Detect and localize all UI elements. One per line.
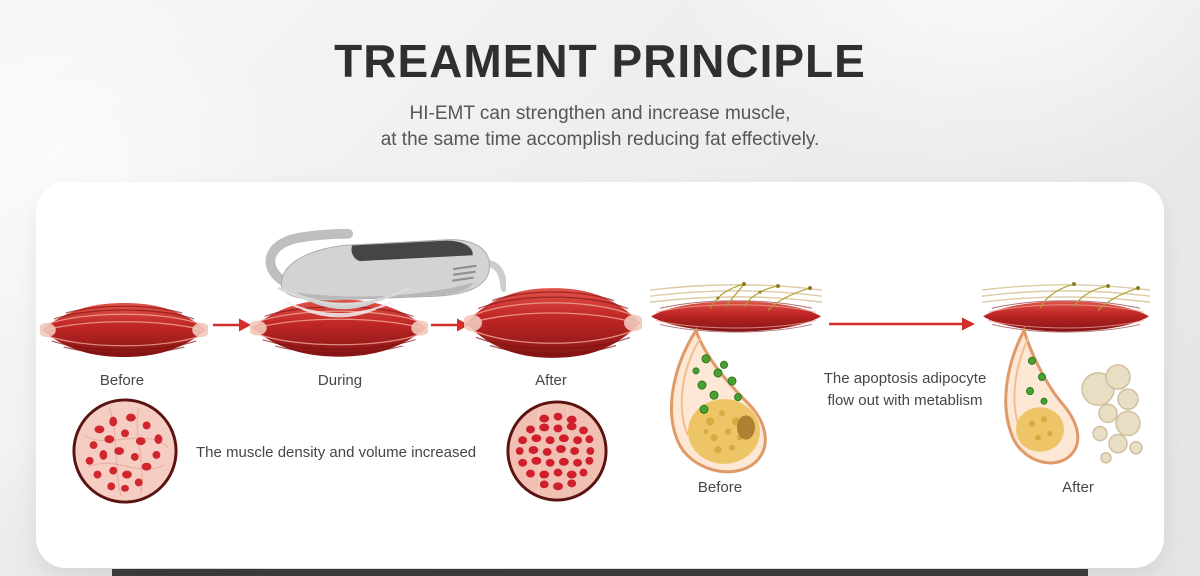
page-subtitle: HI-EMT can strengthen and increase muscl…: [0, 101, 1200, 153]
page-title: TREAMENT PRINCIPLE: [334, 35, 866, 87]
muscle-fiber-microview-before: [70, 396, 180, 506]
fat-caption-line-1: The apoptosis adipocyte: [823, 370, 987, 387]
arrow-right-icon: [212, 317, 252, 333]
principle-card: Before During After: [36, 182, 1164, 568]
subtitle-line-1: HI-EMT can strengthen and increase muscl…: [409, 103, 791, 124]
arrow-right-icon: [430, 317, 470, 333]
energy-waves-icon: [274, 286, 414, 316]
muscle-caption: The muscle density and volume increased: [196, 444, 477, 461]
arrow-long-right-icon: [828, 316, 976, 332]
muscle-fiber-microview-after: [504, 398, 610, 504]
fat-caption: The apoptosis adipocyte flow out with me…: [785, 368, 1025, 412]
next-section-edge: [112, 569, 1088, 576]
fat-after-label: After: [1062, 479, 1094, 496]
step-label-after: After: [535, 372, 567, 389]
fat-caption-line-2: flow out with metablism: [827, 392, 983, 409]
step-label-before: Before: [99, 372, 145, 389]
fat-before-label: Before: [697, 479, 743, 496]
fat-cell-before-illustration: [648, 280, 824, 482]
step-label-during: During: [317, 372, 363, 389]
subtitle-line-2: at the same time accomplish reducing fat…: [380, 129, 820, 150]
fat-cell-after-illustration: [980, 280, 1152, 482]
muscle-before-illustration: [40, 298, 208, 362]
